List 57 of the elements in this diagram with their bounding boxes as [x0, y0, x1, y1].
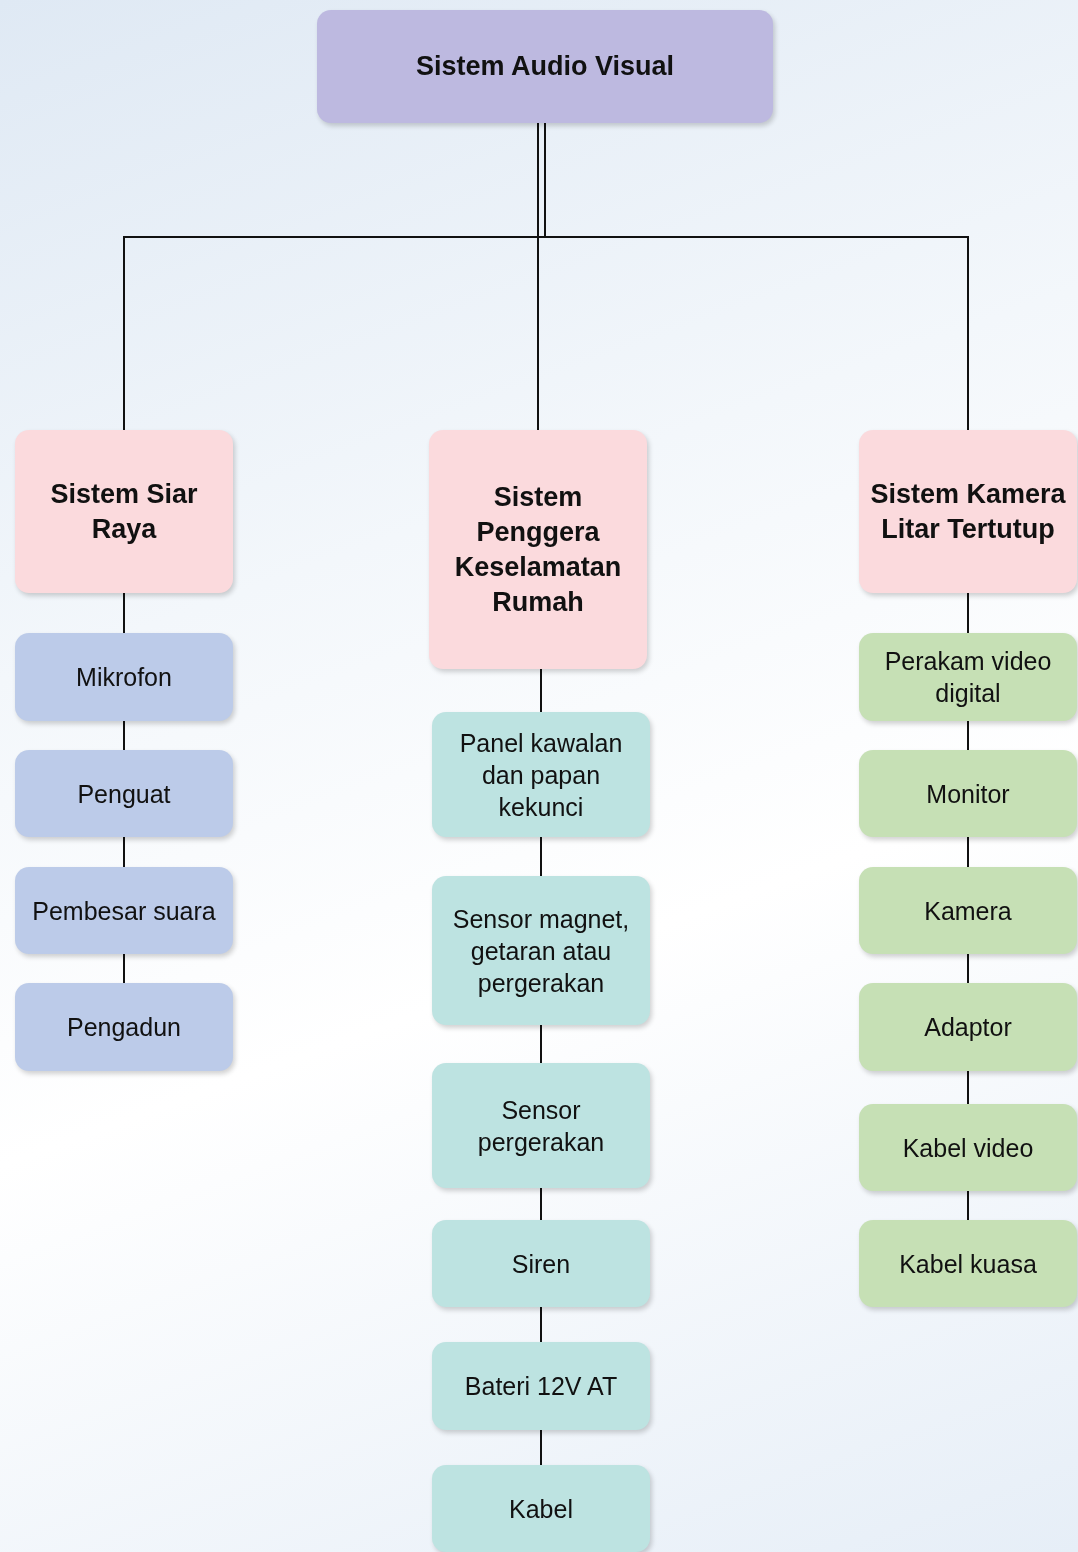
item-label: Pengadun	[67, 1012, 181, 1043]
connector-line	[540, 1187, 542, 1221]
connector-line	[540, 1024, 542, 1064]
item-box	[859, 1220, 1077, 1307]
item-label: Siren	[511, 1248, 571, 1280]
item-label: Penguat	[77, 778, 171, 810]
connector-line	[540, 1306, 542, 1343]
connector-line	[540, 836, 542, 877]
item-box	[432, 1220, 650, 1307]
category-label: Sistem Penggera Keselamatan Rumah	[453, 480, 623, 619]
connector-line	[123, 720, 125, 751]
item-label: Sensor pergerakan	[476, 1094, 606, 1158]
connector-line	[123, 953, 125, 984]
item-label: Mikrofon	[76, 662, 172, 693]
item-label: Panel kawalan dan papan kekunci	[458, 727, 624, 823]
item-box	[15, 750, 233, 837]
item-label: Kamera	[924, 895, 1012, 927]
category-box	[15, 430, 233, 593]
item-label: Sensor magnet, getaran atau pergerakan	[451, 903, 631, 999]
item-box	[859, 867, 1077, 954]
connector-line	[123, 836, 125, 868]
item-box	[859, 1104, 1077, 1191]
category-label: Sistem Kamera Litar Tertutup	[869, 477, 1067, 546]
item-box	[859, 983, 1077, 1071]
item-box	[15, 633, 233, 721]
connector-line	[967, 1070, 969, 1105]
item-label: Adaptor	[924, 1012, 1012, 1043]
connector-line	[540, 668, 542, 713]
item-box	[432, 1342, 650, 1430]
connector-line	[967, 592, 969, 634]
item-label: Kabel	[509, 1493, 573, 1525]
category-box	[429, 430, 647, 669]
item-label: Perakam video digital	[883, 646, 1053, 709]
item-label: Pembesar suara	[32, 895, 216, 927]
connector-line	[967, 720, 969, 751]
connector-line	[123, 592, 125, 634]
item-label: Kabel kuasa	[899, 1248, 1037, 1280]
item-label: Bateri 12V AT	[464, 1371, 618, 1402]
category-label: Sistem Siar Raya	[49, 477, 199, 546]
category-box	[859, 430, 1077, 593]
item-label: Kabel video	[902, 1132, 1034, 1164]
item-label: Monitor	[926, 778, 1010, 810]
connector-line	[967, 836, 969, 868]
item-box	[859, 750, 1077, 837]
item-box	[15, 867, 233, 954]
item-box	[432, 876, 650, 1025]
root-box	[317, 10, 773, 123]
item-box	[859, 633, 1077, 721]
connector-line	[537, 122, 539, 431]
item-box	[432, 1063, 650, 1188]
item-box	[432, 1465, 650, 1552]
title-text: Sistem Audio Visual	[415, 50, 675, 83]
connector-line	[967, 1190, 969, 1221]
connector-line	[540, 1429, 542, 1466]
item-box	[432, 712, 650, 837]
item-box	[15, 983, 233, 1071]
connector-line	[967, 953, 969, 984]
